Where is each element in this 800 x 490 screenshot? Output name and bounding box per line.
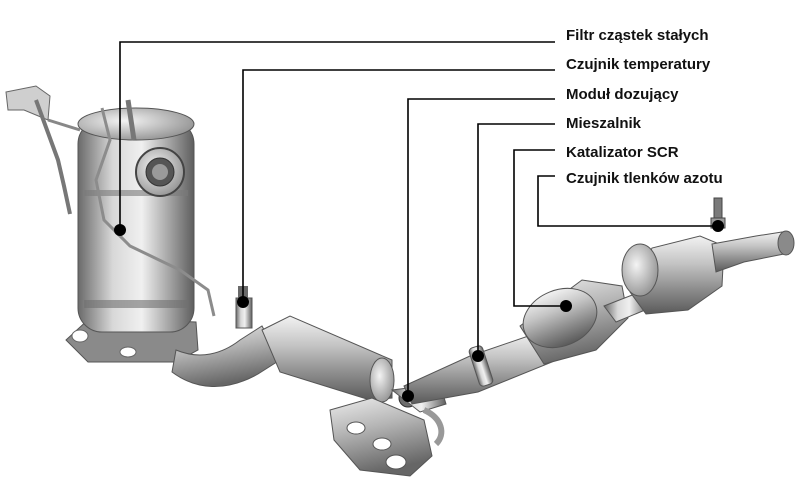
label-dosing-module: Moduł dozujący bbox=[566, 86, 679, 103]
label-mixer: Mieszalnik bbox=[566, 115, 642, 132]
rear-catalyst bbox=[621, 197, 795, 315]
leader-line-dosing-module bbox=[407, 98, 555, 396]
leader-line-particulate-filter bbox=[119, 41, 555, 228]
leader-dots bbox=[114, 220, 724, 402]
label-temperature-sensor: Czujnik temperatury bbox=[566, 56, 711, 73]
leader-dot-temperature-sensor bbox=[237, 296, 249, 308]
leader-dot-scr-catalyst bbox=[560, 300, 572, 312]
particulate-filter bbox=[5, 85, 216, 363]
leader-line-nox-sensor bbox=[537, 175, 716, 227]
label-nox-sensor: Czujnik tlenków azotu bbox=[566, 170, 723, 187]
leader-line-scr-catalyst bbox=[513, 149, 564, 307]
leader-dot-nox-sensor bbox=[712, 220, 724, 232]
leader-line-mixer bbox=[477, 123, 555, 356]
label-scr-catalyst: Katalizator SCR bbox=[566, 144, 679, 161]
leader-dot-mixer bbox=[472, 350, 484, 362]
leader-dot-dosing-module bbox=[402, 390, 414, 402]
leader-line-temperature-sensor bbox=[242, 69, 555, 300]
scr-catalyst bbox=[519, 279, 651, 365]
label-particulate-filter: Filtr cząstek stałych bbox=[566, 27, 709, 44]
intermediate-pipe bbox=[261, 315, 395, 403]
leader-dot-particulate-filter bbox=[114, 224, 126, 236]
leader-lines bbox=[119, 41, 716, 396]
